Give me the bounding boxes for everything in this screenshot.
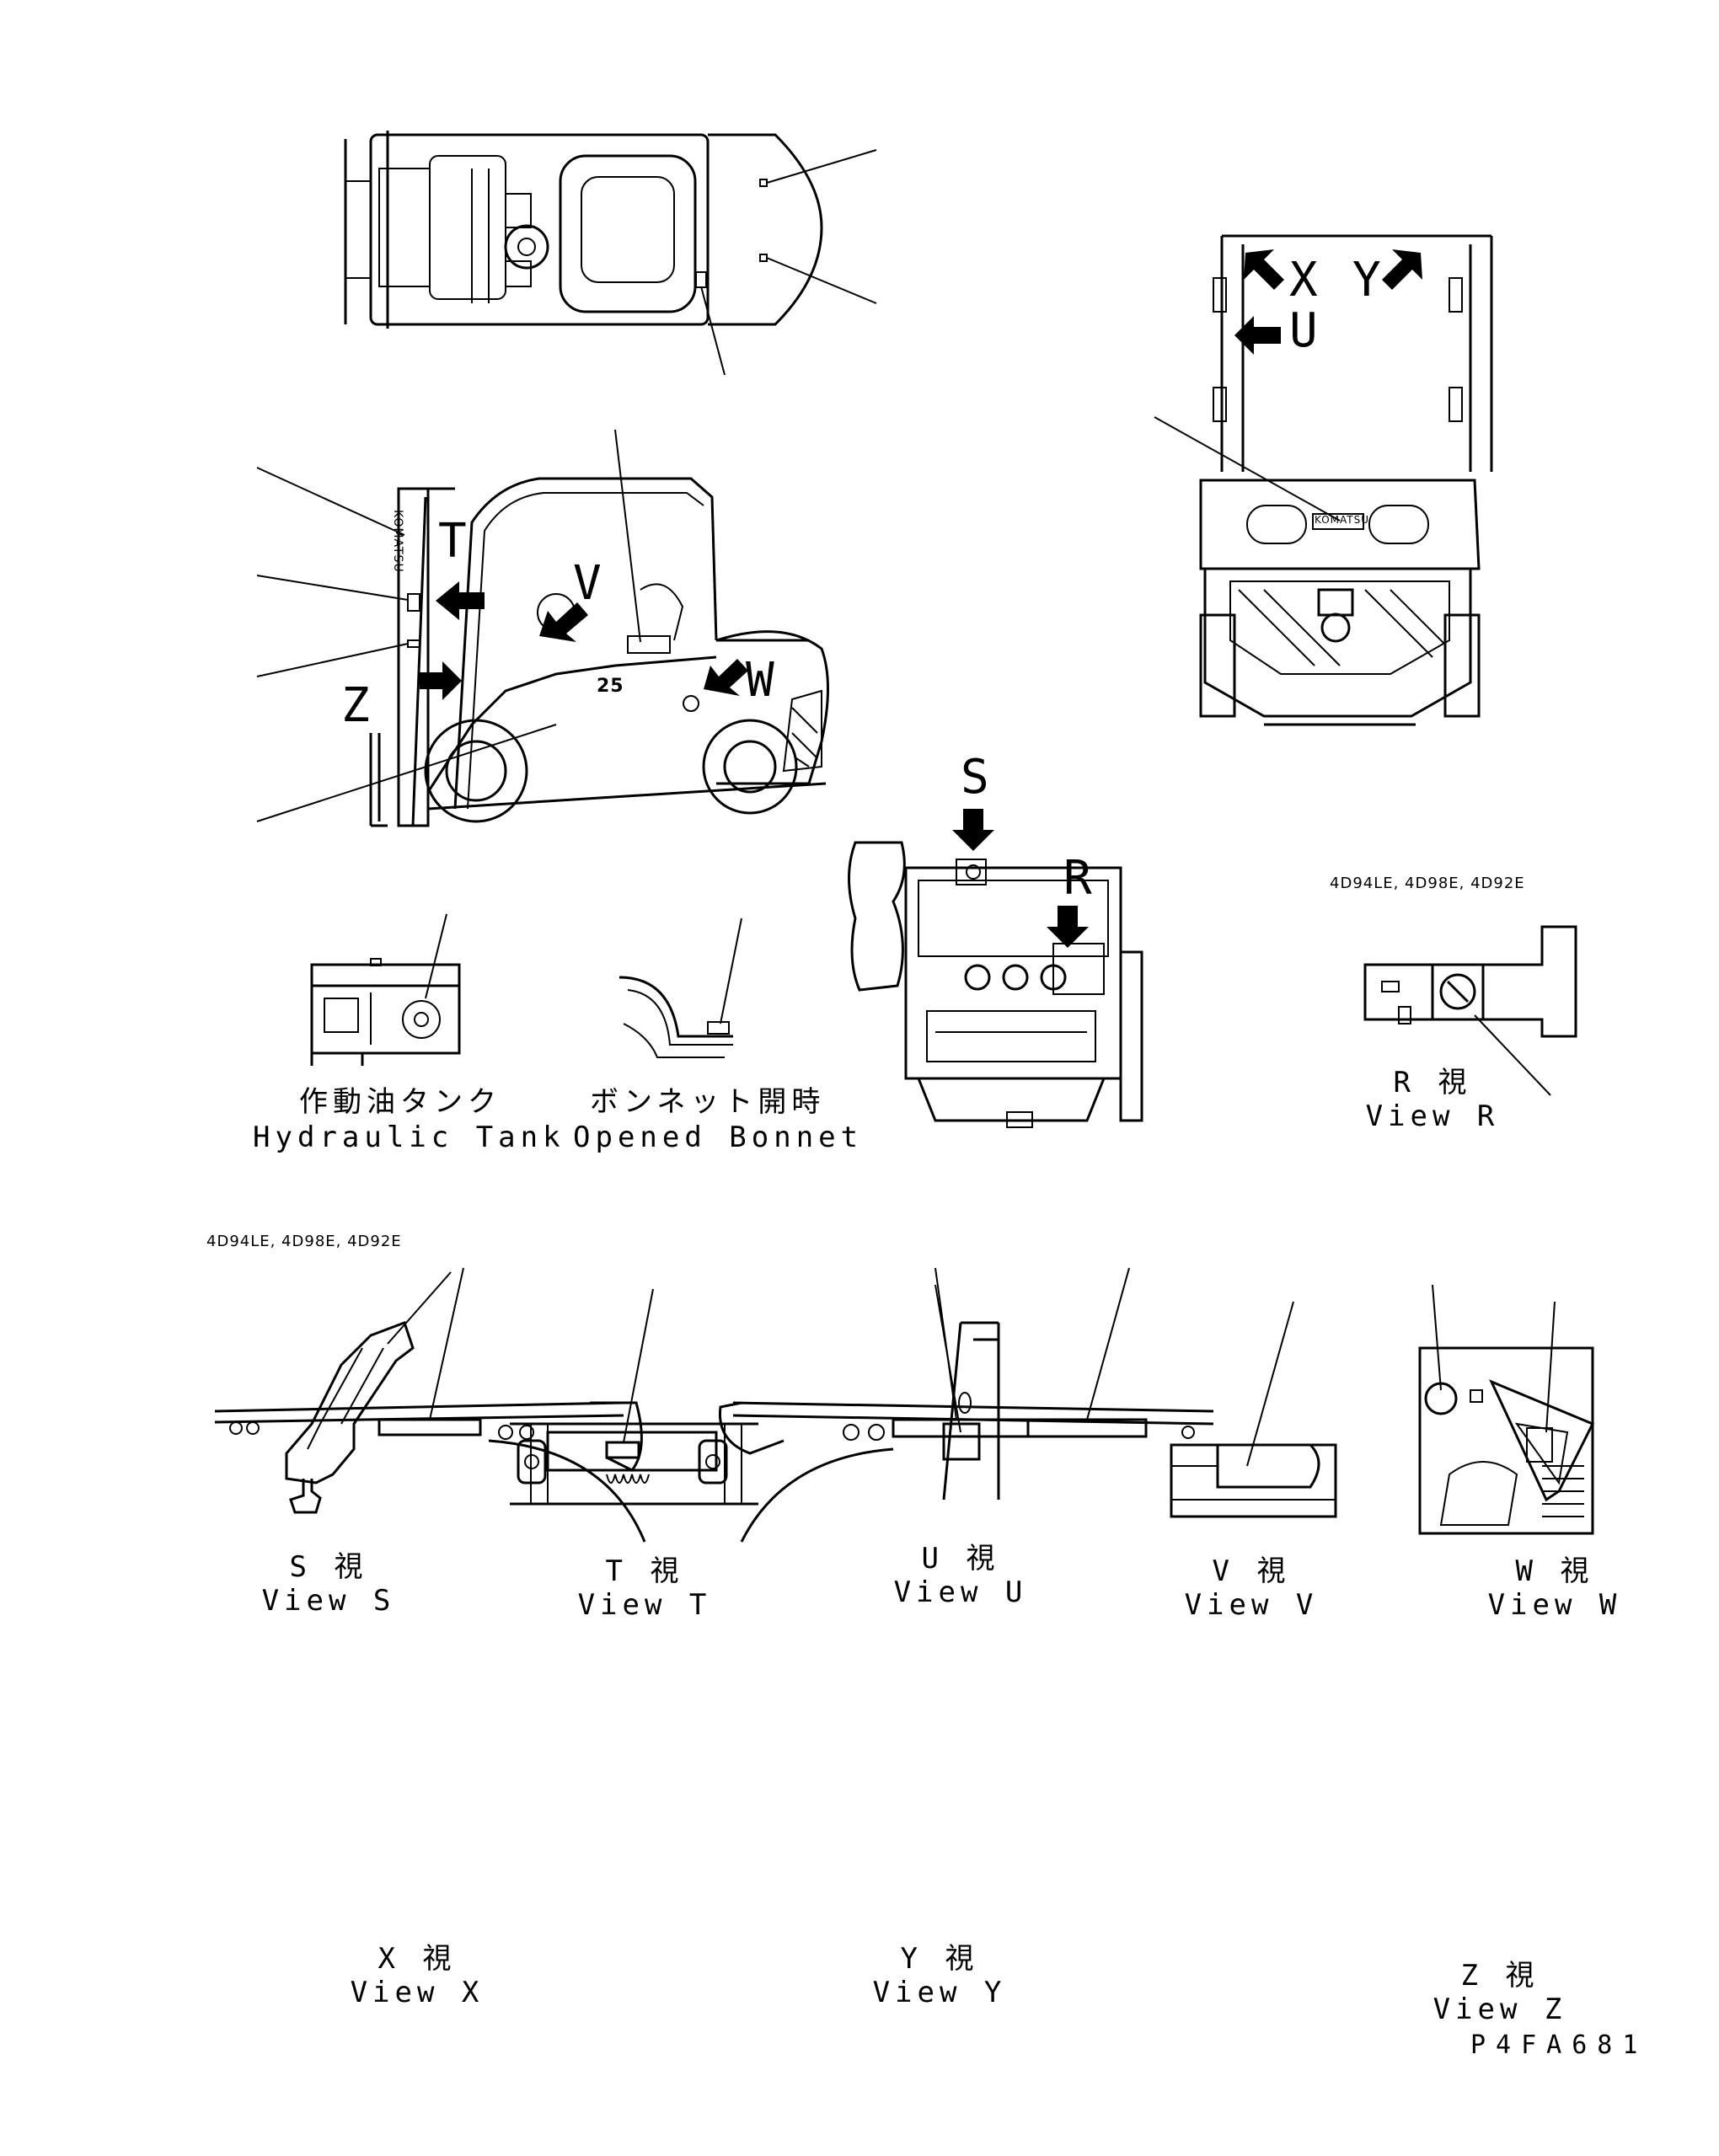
caption-hydraulic-tank-en: Hydraulic Tank <box>253 1121 565 1154</box>
view-x-detail <box>214 1267 646 1543</box>
letter-r-label: R <box>1063 851 1092 906</box>
letter-y-label: Y <box>1352 253 1381 308</box>
caption-view-s-jp: S 視 <box>289 1550 368 1584</box>
caption-view-w-en: View W <box>1487 1588 1622 1622</box>
view-r-detail <box>1363 925 1577 1096</box>
forklift-rear-view <box>1199 234 1493 726</box>
rear-brand-mark: KOMATSU <box>1315 514 1370 526</box>
caption-opened-bonnet-en: Opened Bonnet <box>573 1121 864 1154</box>
caption-view-w-jp: W 視 <box>1515 1554 1594 1588</box>
view-u-detail <box>934 1284 1000 1501</box>
letter-z-label: Z <box>341 678 370 733</box>
letter-w-label: W <box>746 653 774 708</box>
caption-view-x-jp: X 視 <box>378 1942 457 1976</box>
caption-view-z-jp: Z 視 <box>1460 1959 1540 1993</box>
forklift-top-view <box>344 131 823 329</box>
caption-view-v-jp: V 視 <box>1212 1554 1291 1588</box>
view-z-detail <box>1418 1284 1594 1535</box>
side-view-arrows <box>420 581 748 700</box>
opened-bonnet-detail <box>619 918 742 1058</box>
caption-hydraulic-tank-jp: 作動油タンク <box>299 1085 501 1119</box>
mast-brand-mark: KOMATSU <box>391 510 404 573</box>
caption-view-u-en: View U <box>893 1576 1028 1609</box>
caption-view-u-jp: U 視 <box>921 1542 1000 1576</box>
forklift-side-view <box>369 477 829 827</box>
caption-view-r-jp: R 視 <box>1393 1066 1472 1099</box>
leader-lines-side <box>256 429 641 822</box>
model-number-label: 25 <box>597 676 624 697</box>
caption-view-x-en: View X <box>350 1976 485 2009</box>
drawing-number: P4FA681 <box>1470 2030 1648 2060</box>
hydraulic-tank-detail <box>310 913 461 1066</box>
view-w-detail <box>1489 1301 1595 1502</box>
caption-view-t-jp: T 視 <box>605 1554 684 1588</box>
view-t-detail <box>510 1288 758 1506</box>
letter-v-label: V <box>573 556 602 611</box>
letter-x-label: X <box>1289 253 1318 308</box>
view-s-detail <box>285 1271 452 1514</box>
caption-view-s-en: View S <box>261 1584 396 1618</box>
letter-u-label: U <box>1289 303 1318 358</box>
rear-view-arrows <box>1234 249 1422 355</box>
caption-view-t-en: View T <box>577 1588 712 1622</box>
engine-models-r: 4D94LE, 4D98E, 4D92E <box>1330 875 1525 892</box>
caption-view-z-en: View Z <box>1432 1993 1567 2026</box>
view-y-detail <box>718 1267 1214 1543</box>
leader-lines-top <box>700 149 877 376</box>
letter-s-label: S <box>961 750 989 805</box>
caption-view-y-jp: Y 視 <box>900 1942 979 1976</box>
engine-models-s: 4D94LE, 4D98E, 4D92E <box>206 1233 402 1250</box>
caption-view-r-en: View R <box>1365 1099 1500 1133</box>
letter-t-label: T <box>438 514 467 569</box>
caption-opened-bonnet-jp: ボンネット開時 <box>590 1085 826 1119</box>
engine-detail <box>848 809 1143 1128</box>
caption-view-v-en: View V <box>1184 1588 1319 1622</box>
caption-view-y-en: View Y <box>872 1976 1007 2009</box>
leader-lines-rear <box>1154 416 1341 522</box>
view-v-detail <box>1170 1301 1337 1518</box>
